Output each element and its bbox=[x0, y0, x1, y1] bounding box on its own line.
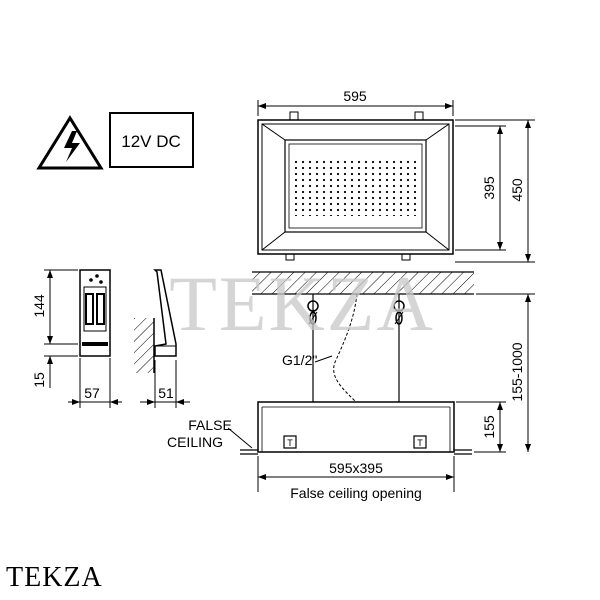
suspension-cable-right bbox=[393, 294, 405, 402]
voltage-label: 12V DC bbox=[121, 132, 181, 151]
control-box-base-label: 15 bbox=[31, 372, 47, 388]
control-box-depth-label: 51 bbox=[158, 385, 174, 401]
shower-body-section: T T bbox=[257, 401, 455, 453]
control-box-height-dimension: 144 15 bbox=[31, 269, 78, 388]
bracket-left-mark: T bbox=[287, 438, 293, 448]
outer-height-dimension: 450 bbox=[455, 119, 535, 263]
shower-head-top-view bbox=[257, 111, 454, 261]
top-width-label: 595 bbox=[343, 88, 367, 104]
voltage-label-box: 12V DC bbox=[109, 112, 194, 168]
inner-height-label: 395 bbox=[481, 176, 497, 200]
opening-caption: False ceiling opening bbox=[290, 485, 422, 501]
bracket-right-mark: T bbox=[417, 438, 423, 448]
suspension-cable-left bbox=[307, 294, 319, 402]
control-box-side-view bbox=[134, 269, 177, 373]
opening-dimension: 595x395 False ceiling opening bbox=[257, 456, 455, 501]
control-box-depth-dimension: 51 bbox=[140, 360, 190, 408]
false-ceiling-panels bbox=[240, 449, 472, 455]
control-box-width-label: 57 bbox=[84, 385, 100, 401]
suspension-range-label: 155-1000 bbox=[509, 342, 525, 401]
inner-height-dimension: 395 bbox=[455, 125, 506, 251]
outer-height-label: 450 bbox=[509, 178, 525, 202]
control-box-height-label: 144 bbox=[31, 294, 47, 318]
suspension-range-dimension: 155-1000 bbox=[476, 293, 535, 452]
control-box-front-view bbox=[79, 269, 111, 357]
nozzle-array bbox=[294, 160, 418, 216]
opening-dimension-label: 595x395 bbox=[329, 460, 383, 476]
false-ceiling-label-line1: FALSE bbox=[188, 417, 232, 433]
control-box-width-dimension: 57 bbox=[68, 358, 122, 408]
body-height-label: 155 bbox=[481, 415, 497, 439]
thread-label: G1/2" bbox=[282, 352, 317, 368]
brand-logo-text: TEKZA bbox=[6, 562, 103, 593]
false-ceiling-label-line2: CEILING bbox=[167, 434, 223, 450]
water-supply-hose bbox=[333, 293, 358, 403]
top-width-dimension: 595 bbox=[257, 88, 454, 116]
watermark: TEKZA bbox=[169, 260, 435, 347]
high-voltage-warning-icon bbox=[36, 115, 104, 170]
ceiling-slab bbox=[252, 271, 474, 295]
false-ceiling-leader-line bbox=[227, 427, 253, 449]
body-height-dimension: 155 bbox=[456, 401, 506, 453]
thread-leader-line bbox=[314, 355, 333, 363]
